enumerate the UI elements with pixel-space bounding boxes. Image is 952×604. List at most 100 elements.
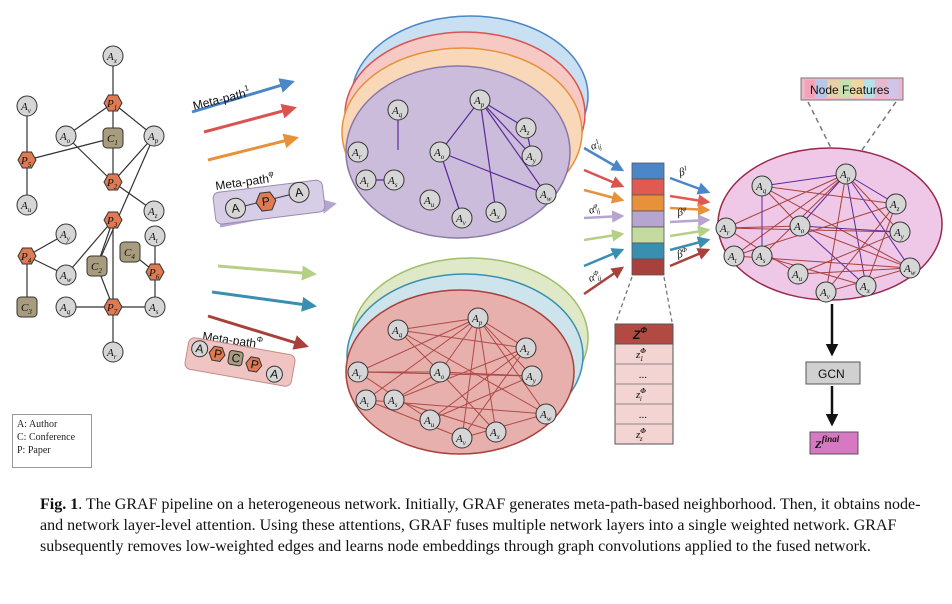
svg-text:C4: C4: [124, 247, 135, 261]
svg-text:Az: Az: [889, 199, 900, 213]
gcn-box: GCN: [805, 361, 861, 385]
figure-canvas: Ax Av Ao Ap Au Az Ay At Aw Aq As Ar P1 P…: [16, 15, 943, 455]
svg-text:Ar: Ar: [719, 223, 730, 237]
svg-text:Node Features: Node Features: [810, 83, 889, 97]
legend-conference: C: Conference: [17, 432, 76, 443]
meta-path-box-phi: Meta-pathφ A P A: [212, 169, 326, 225]
svg-text:P7: P7: [106, 302, 118, 316]
svg-text:αφij: αφij: [587, 201, 602, 218]
author-node: Aw: [55, 264, 77, 286]
svg-text:Ap: Ap: [839, 169, 851, 183]
svg-text:Ar: Ar: [351, 367, 362, 381]
svg-text:At: At: [148, 231, 159, 245]
svg-text:Ao: Ao: [433, 147, 445, 161]
fused-nodes: Aq Ap Az Ar Ao Ay At As Aw Au Av Ax: [715, 163, 921, 303]
svg-text:At: At: [359, 175, 370, 189]
caption-label: Fig. 1: [40, 496, 79, 513]
paper-node: P1: [103, 94, 123, 112]
svg-text:Au: Au: [791, 269, 803, 283]
author-node: Av: [16, 95, 38, 117]
svg-text:At: At: [727, 251, 738, 265]
svg-text:At: At: [359, 395, 370, 409]
conference-node: C2: [86, 255, 108, 277]
author-node: Au: [16, 194, 38, 216]
svg-text:zΦi: zΦi: [635, 387, 646, 403]
legend-box: A: Author C: Conference P: Paper: [12, 414, 92, 468]
embedding-stack: [631, 162, 665, 276]
svg-text:Ay: Ay: [59, 229, 71, 243]
node-features-box: Node Features: [800, 77, 904, 101]
svg-text:Ax: Ax: [489, 207, 501, 221]
layer-attention-arrows: [669, 176, 711, 268]
svg-text:α1ij: α1ij: [589, 137, 603, 154]
svg-text:Ax: Ax: [489, 427, 501, 441]
svg-text:P: P: [213, 346, 223, 361]
heterogeneous-network: [26, 56, 156, 352]
paper-node: P5: [17, 151, 37, 169]
svg-text:Ao: Ao: [793, 221, 805, 235]
svg-text:A: A: [269, 367, 279, 382]
svg-text:...: ...: [639, 369, 647, 381]
svg-text:Ay: Ay: [525, 151, 537, 165]
svg-text:Ap: Ap: [471, 313, 483, 327]
svg-text:Au: Au: [423, 195, 435, 209]
svg-text:Aq: Aq: [391, 105, 403, 119]
svg-text:Ar: Ar: [351, 147, 362, 161]
node-attention-arrows: [583, 146, 625, 296]
svg-text:zΦ1: zΦ1: [635, 347, 646, 363]
paper-node: P6: [145, 263, 165, 281]
svg-text:Az: Az: [519, 343, 530, 357]
svg-text:zΦz: zΦz: [635, 427, 646, 443]
svg-text:αΦij: αΦij: [587, 268, 603, 285]
node-features-connector: [807, 101, 897, 151]
svg-text:A: A: [231, 201, 241, 216]
author-node: Ax: [102, 45, 124, 67]
svg-text:A: A: [195, 341, 205, 356]
author-node: Az: [143, 200, 165, 222]
author-node: Ao: [55, 125, 77, 147]
svg-text:Ao: Ao: [433, 367, 445, 381]
svg-text:Ax: Ax: [859, 281, 871, 295]
svg-text:Ao: Ao: [59, 131, 71, 145]
svg-text:P4: P4: [20, 251, 32, 265]
network-layers-bottom: [345, 257, 589, 455]
svg-text:Az: Az: [147, 206, 158, 220]
legend-author: A: Author: [17, 419, 58, 430]
author-node: As: [144, 296, 166, 318]
author-node: Aq: [55, 296, 77, 318]
svg-text:C3: C3: [21, 302, 32, 316]
svg-text:Ay: Ay: [525, 371, 537, 385]
zfinal-box: Zfinal: [809, 431, 859, 455]
svg-text:P: P: [261, 194, 271, 209]
svg-text:βΦ: βΦ: [674, 245, 689, 261]
svg-text:Av: Av: [819, 287, 831, 301]
layer-phi-nodes: Aq Ap Az Ar Ao Ay At As Aw Au Av Ax: [347, 89, 557, 229]
svg-text:ZΦ: ZΦ: [632, 326, 647, 342]
svg-text:P6: P6: [148, 267, 160, 281]
zphi-connector: [615, 276, 673, 323]
svg-text:βφ: βφ: [675, 205, 688, 220]
figure-caption: Fig. 1. The GRAF pipeline on a heterogen…: [40, 494, 940, 557]
paper-node: P4: [17, 247, 37, 265]
svg-text:As: As: [387, 395, 398, 409]
conference-node: C1: [102, 127, 124, 149]
heterogeneous-nodes: Ax Av Ao Ap Au Az Ay At Aw Aq As Ar P1 P…: [16, 45, 166, 363]
svg-text:Aq: Aq: [391, 325, 403, 339]
svg-text:C: C: [230, 351, 241, 366]
network-layers-top: [341, 15, 589, 239]
meta-path-label-1: Meta-path1: [191, 83, 250, 113]
paper-node: P2: [103, 173, 123, 191]
author-node: Ay: [55, 223, 77, 245]
author-node: At: [144, 225, 166, 247]
paper-node: P3: [103, 211, 123, 229]
svg-text:Ax: Ax: [106, 51, 118, 65]
paper-node: P7: [103, 298, 123, 316]
svg-text:As: As: [148, 302, 159, 316]
svg-text:Ap: Ap: [147, 131, 159, 145]
svg-text:β1: β1: [676, 164, 689, 179]
svg-text:A: A: [294, 185, 304, 200]
legend-paper: P: Paper: [17, 445, 51, 456]
svg-text:...: ...: [639, 409, 647, 421]
svg-text:Au: Au: [423, 415, 435, 429]
